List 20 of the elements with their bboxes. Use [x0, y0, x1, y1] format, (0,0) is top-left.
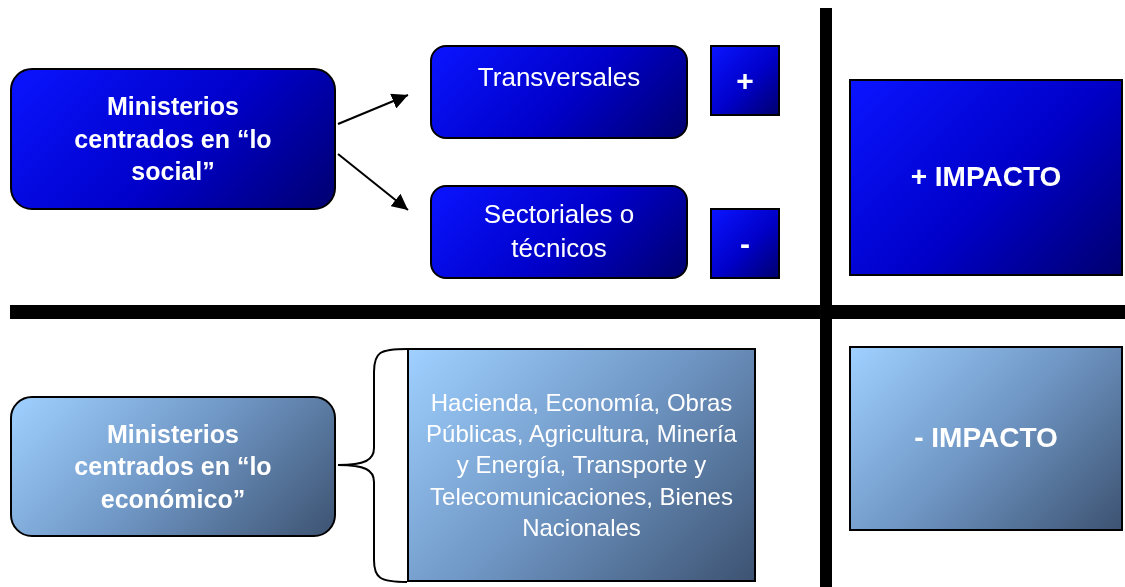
node-label: Ministerios centrados en “lo social” [73, 91, 273, 188]
node-label: + [736, 63, 754, 99]
node-label: - IMPACTO [914, 421, 1058, 456]
text-box [430, 45, 688, 139]
text-box [849, 79, 1123, 276]
text-box [10, 68, 336, 210]
node-label: Transversales [477, 61, 641, 94]
node-label: Hacienda, Economía, Obras Públicas, Agricultura, Minería y Energía, Transporte y Telecomunicaciones, Bienes Nacionales [425, 388, 738, 543]
text-box [10, 396, 336, 537]
text-box [407, 348, 756, 582]
node-label: Sectoriales o técnicos [482, 198, 636, 265]
node-label: - [740, 226, 750, 262]
text-box [849, 346, 1123, 531]
text-box [710, 45, 780, 116]
text-box [430, 185, 688, 279]
node-label: + IMPACTO [910, 160, 1062, 195]
node-label: Ministerios centrados en “lo económico” [73, 418, 273, 515]
arrow [337, 153, 409, 211]
arrow [337, 93, 409, 125]
text-box [710, 208, 780, 279]
